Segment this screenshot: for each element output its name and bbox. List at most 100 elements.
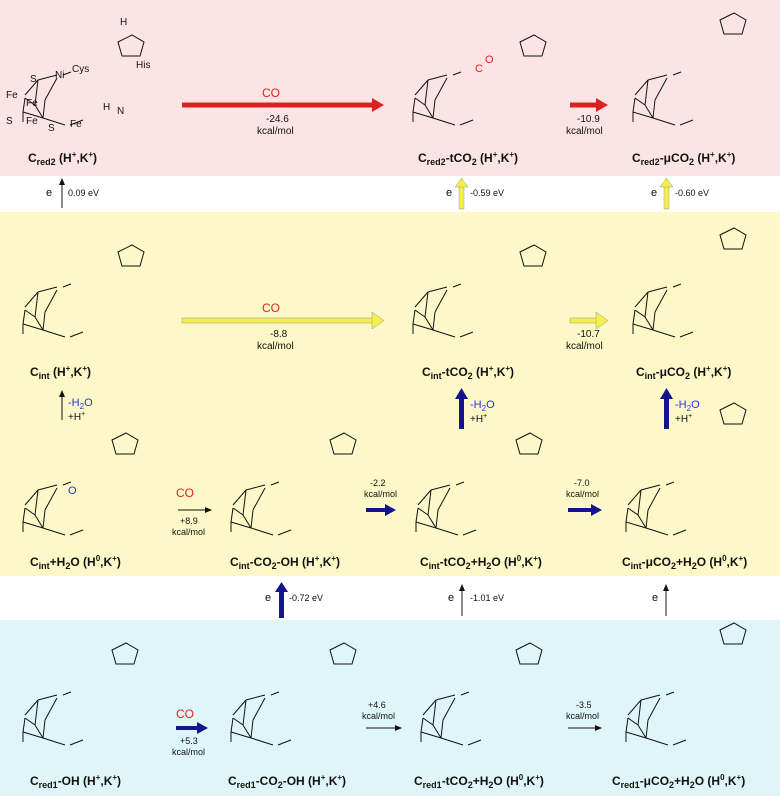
arrow-cred1-1-head (197, 722, 208, 734)
cint-structure-b4 (625, 481, 687, 536)
imidazole-ring (117, 244, 145, 267)
cint-structure-3 (632, 283, 694, 338)
svg-text:Cred1-CO2-OH (H+,K+): Cred1-CO2-OH (H+,K+) (228, 773, 346, 790)
arrow-cint-b2-energy: -2.2 (370, 478, 386, 488)
minus-h2o-1: -H2O (68, 397, 93, 411)
arrow-cred1-2-energy: +4.6 (368, 700, 386, 710)
vert-arrow-3 (663, 184, 670, 210)
vert-energy-4: -0.72 eV (289, 593, 323, 603)
cluster-feu: Fe (70, 119, 82, 130)
cred1-structure-2 (230, 691, 292, 746)
svg-text:Cint+H2O (H0,K+): Cint+H2O (H0,K+) (30, 554, 121, 571)
arrow-cint-a1-unit: kcal/mol (257, 341, 294, 352)
svg-text:Cint-CO2-OH (H+,K+): Cint-CO2-OH (H+,K+) (230, 554, 340, 571)
his-label: His (136, 60, 150, 71)
vert-arrow-3-head (659, 177, 674, 188)
cred2-struct1-labels: S Ni Cys Fe Fe S Fe S Fe H His H N (6, 17, 150, 134)
band-cred2 (0, 0, 780, 176)
band-cint (0, 212, 780, 576)
co2-oxygen: O (485, 54, 494, 66)
cluster-fe: Fe (26, 98, 38, 109)
arrow-cred1-3-unit: kcal/mol (566, 711, 599, 721)
vert-e-2: e (446, 187, 452, 199)
cluster-fe: Fe (26, 116, 38, 127)
arrow-cint-b2-head (385, 504, 396, 516)
svg-text:Cint-tCO2+H2O (H0,K+): Cint-tCO2+H2O (H0,K+) (420, 554, 542, 571)
imidazole-ring (519, 34, 547, 57)
arrow-cred2-1-head (372, 98, 384, 112)
imidazole-ring (519, 244, 547, 267)
cluster-s: S (48, 123, 55, 134)
vert-arrow-4 (279, 590, 284, 618)
imidazole-ring (719, 227, 747, 250)
arrow-cint-a2-energy: -10.7 (577, 329, 600, 340)
vert-arrow-1-head (59, 178, 65, 185)
imidazole-ring (719, 12, 747, 35)
cred1-structure-1 (22, 691, 84, 746)
vert-h2o-1-head (59, 390, 65, 397)
vert-arrow-5-head (459, 584, 465, 591)
cred2-structure-2 (412, 71, 474, 126)
water-o: O (68, 485, 77, 497)
cint-structure-1 (22, 283, 84, 338)
band-cred1 (0, 620, 780, 796)
vert-energy-5: -1.01 eV (470, 593, 504, 603)
vert-h2o-3 (664, 397, 669, 429)
vert-energy-2: -0.59 eV (470, 188, 504, 198)
cred2-structure-3 (632, 71, 694, 126)
imidazole-ring (117, 34, 145, 57)
arrow-cint-a2-head (595, 311, 609, 330)
cint-structure-b2 (230, 481, 292, 536)
imidazole-ring (111, 642, 139, 665)
arrow-cint-b3-unit: kcal/mol (566, 489, 599, 499)
svg-text:Cred1-OH (H+,K+): Cred1-OH (H+,K+) (30, 773, 121, 790)
lys-n: N (117, 106, 124, 117)
imidazole-ring (515, 432, 543, 455)
arrow-cred1-1-co2: CO (176, 707, 194, 721)
vert-arrow-2-head (454, 177, 469, 188)
arrow-cred1-2-head (395, 725, 402, 731)
svg-text:Cred2-tCO2 (H+,K+): Cred2-tCO2 (H+,K+) (418, 150, 518, 167)
arrow-cred1-3-energy: -3.5 (576, 700, 592, 710)
svg-text:Cint-tCO2 (H+,K+): Cint-tCO2 (H+,K+) (422, 364, 514, 381)
cint-structure-b3 (415, 481, 477, 536)
imidazole-ring (111, 432, 139, 455)
arrow-cred1-3-head (595, 725, 602, 731)
cred2-labels: Cred2 (H+,K+) Cred2-tCO2 (H+,K+) Cred2-μ… (28, 150, 735, 167)
vert-energy-1: 0.09 eV (68, 188, 99, 198)
arrow-cint-a1-co2: CO (262, 301, 280, 315)
arrow-cred1-2-unit: kcal/mol (362, 711, 395, 721)
arrow-cint-b2-unit: kcal/mol (364, 489, 397, 499)
arrow-cint-b3-energy: -7.0 (574, 478, 590, 488)
arrow-cred1-1-energy: +5.3 (180, 736, 198, 746)
vert-arrow-2 (458, 184, 465, 210)
arrow-cred2-1-co2: CO (262, 86, 280, 100)
svg-text:Cred2-μCO2 (H+,K+): Cred2-μCO2 (H+,K+) (632, 150, 735, 167)
svg-text:Cint (H+,K+): Cint (H+,K+) (30, 364, 91, 381)
plus-h-2: +H+ (470, 413, 487, 425)
cred1-structure-4 (625, 691, 687, 746)
cluster-fe: Fe (6, 90, 18, 101)
svg-text:Cred1-μCO2+H2O (H0,K+): Cred1-μCO2+H2O (H0,K+) (612, 773, 745, 790)
imidazole-ring (515, 642, 543, 665)
cluster-cys: Cys (72, 64, 89, 75)
vert-e-6: e (652, 592, 658, 604)
vert-e-1: e (46, 187, 52, 199)
arrow-cred2-2-unit: kcal/mol (566, 126, 603, 137)
imidazole-ring (329, 642, 357, 665)
cluster-s: S (30, 74, 37, 85)
imidazole-ring (329, 432, 357, 455)
svg-text:Cint-μCO2+H2O (H0,K+): Cint-μCO2+H2O (H0,K+) (622, 554, 747, 571)
svg-text:Cint-μCO2 (H+,K+): Cint-μCO2 (H+,K+) (636, 364, 731, 381)
arrow-cint-b1-energy: +8.9 (180, 516, 198, 526)
lys-h: H (103, 102, 110, 113)
plus-h-3: +H+ (675, 413, 692, 425)
his-h: H (120, 17, 127, 28)
co2-carbon: C (475, 63, 483, 75)
arrow-cint-b1-co2: CO (176, 486, 194, 500)
vert-arrow-6-head (663, 584, 669, 591)
arrow-cint-a1 (181, 317, 375, 324)
minus-h2o-2: -H2O (470, 399, 495, 413)
